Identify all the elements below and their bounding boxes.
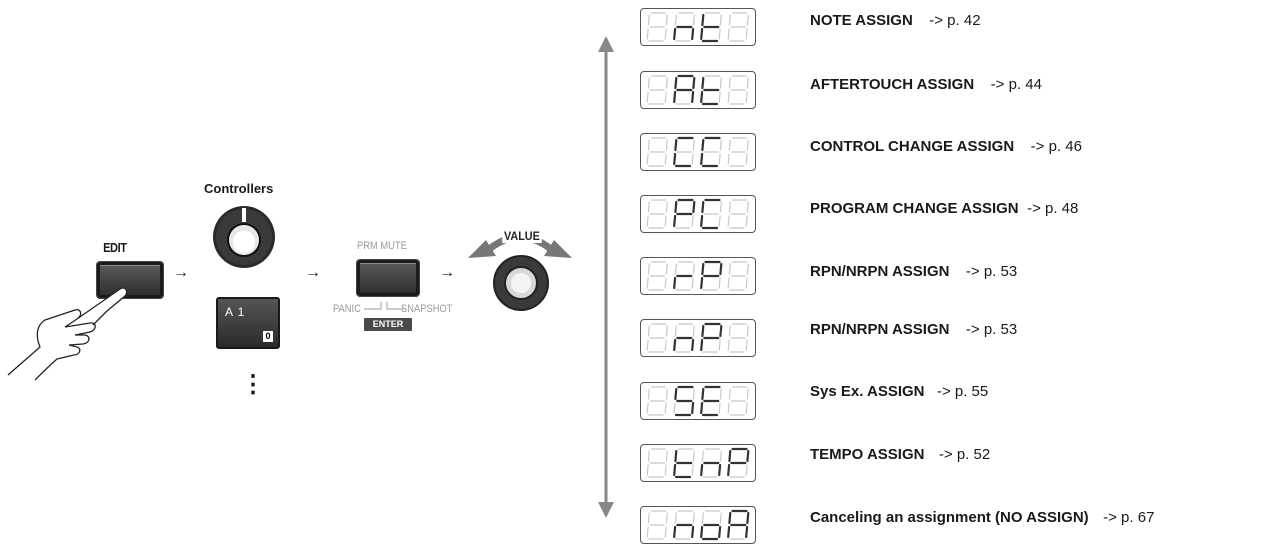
prm-mute-label: PRM MUTE: [357, 240, 407, 252]
bracket-icon: [364, 302, 404, 310]
snapshot-label: SNAPSHOT: [401, 303, 453, 315]
page-ref: -> p. 53: [965, 321, 1018, 338]
menu-item-aftertouch-assign: AFTERTOUCH ASSIGN -> p. 44: [810, 76, 1042, 94]
page-ref: -> p. 44: [990, 76, 1042, 93]
lcd-display: [640, 71, 756, 109]
pad-badge: 0: [263, 331, 273, 342]
item-title: Sys Ex. ASSIGN: [810, 383, 925, 400]
lcd-display: [640, 319, 756, 357]
menu-item-program-change-assign: PROGRAM CHANGE ASSIGN -> p. 48: [810, 200, 1078, 218]
lcd-display: [640, 257, 756, 295]
knob-icon[interactable]: [211, 204, 277, 270]
arrow-icon: →: [439, 264, 455, 281]
page-ref: -> p. 67: [1103, 509, 1155, 526]
item-title: RPN/NRPN ASSIGN: [810, 263, 950, 280]
scroll-arrow-icon: [598, 36, 614, 518]
menu-item-no-assign: Canceling an assignment (NO ASSIGN) -> p…: [810, 509, 1154, 527]
item-title: AFTERTOUCH ASSIGN: [810, 76, 975, 93]
menu-item-rpn-assign: RPN/NRPN ASSIGN -> p. 53: [810, 263, 1017, 281]
enter-button[interactable]: [357, 260, 419, 296]
value-dial-icon[interactable]: [492, 254, 550, 312]
lcd-display: [640, 506, 756, 544]
menu-item-nrpn-assign: RPN/NRPN ASSIGN -> p. 53: [810, 321, 1017, 339]
lcd-display: [640, 195, 756, 233]
page-ref: -> p. 52: [938, 446, 991, 463]
arrow-icon: →: [173, 264, 189, 281]
lcd-display: [640, 133, 756, 171]
menu-item-note-assign: NOTE ASSIGN -> p. 42: [810, 12, 981, 30]
pad-button[interactable]: A 1 0: [216, 297, 280, 349]
controllers-label: Controllers: [204, 181, 274, 196]
pad-label: A 1: [225, 305, 246, 319]
lcd-display: [640, 382, 756, 420]
item-title: TEMPO ASSIGN: [810, 446, 925, 463]
page-ref: -> p. 42: [929, 12, 981, 29]
edit-label: EDIT: [103, 240, 127, 255]
item-title: NOTE ASSIGN: [810, 12, 913, 29]
item-title: PROGRAM CHANGE ASSIGN: [810, 200, 1019, 217]
enter-label: ENTER: [364, 318, 412, 331]
panic-label: PANIC: [333, 303, 361, 315]
page-ref: -> p. 55: [936, 383, 989, 400]
arrow-icon: →: [305, 264, 321, 281]
hand-icon: [7, 287, 128, 381]
page-ref: -> p. 48: [1027, 200, 1079, 217]
lcd-display: [640, 8, 756, 46]
menu-item-sysex-assign: Sys Ex. ASSIGN -> p. 55: [810, 383, 988, 401]
page-ref: -> p. 53: [965, 263, 1018, 280]
more-icon: ⋮: [241, 371, 265, 398]
value-label: VALUE: [502, 229, 542, 243]
lcd-display: [640, 444, 756, 482]
item-title: RPN/NRPN ASSIGN: [810, 321, 950, 338]
page-ref: -> p. 46: [1030, 138, 1082, 155]
item-title: Canceling an assignment (NO ASSIGN): [810, 509, 1089, 526]
menu-item-tempo-assign: TEMPO ASSIGN -> p. 52: [810, 446, 990, 464]
item-title: CONTROL CHANGE ASSIGN: [810, 138, 1015, 155]
menu-item-control-change-assign: CONTROL CHANGE ASSIGN -> p. 46: [810, 138, 1082, 156]
edit-button[interactable]: [97, 262, 163, 298]
